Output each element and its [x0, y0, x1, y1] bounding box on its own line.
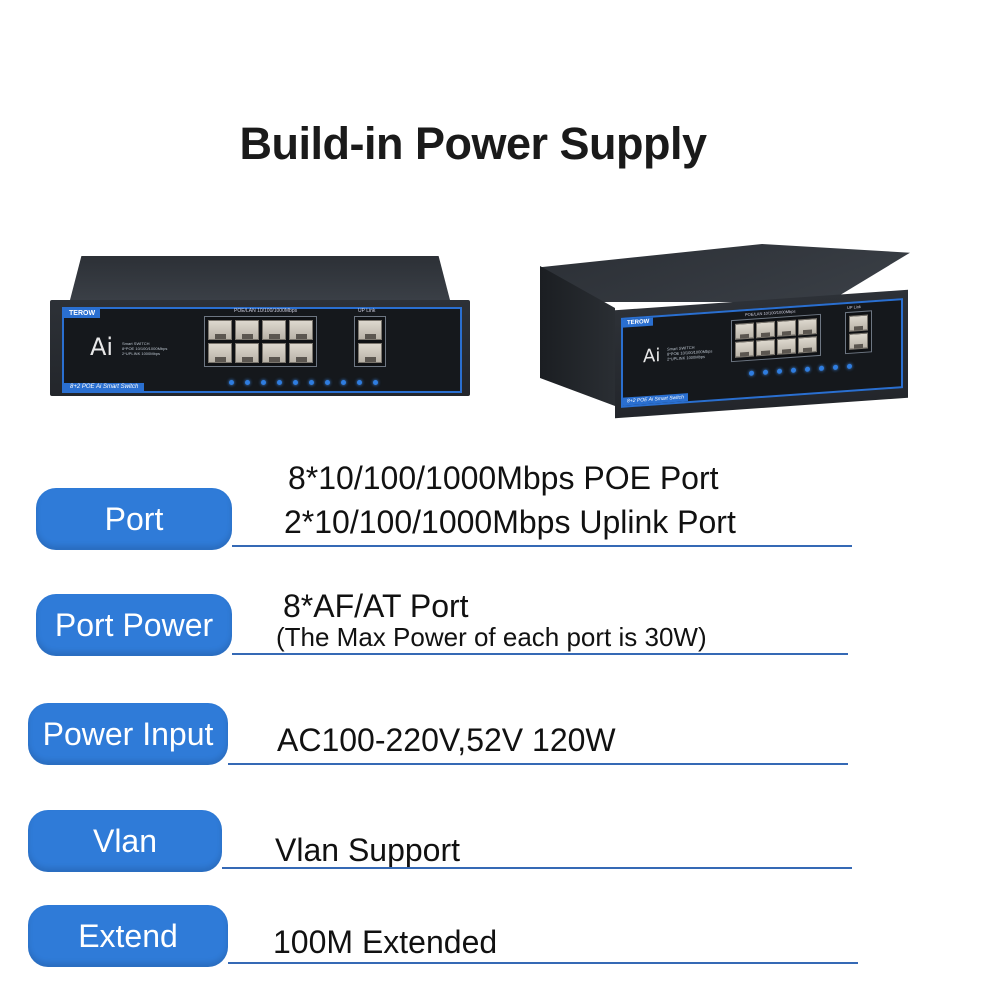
poe-port [235, 343, 259, 363]
model-footer-label: 8+2 POE Ai Smart Switch [64, 383, 145, 391]
spec-label-port: Port [36, 488, 232, 550]
model-footer-label: 8+2 POE Ai Smart Switch [623, 393, 688, 406]
spec-value-line: 8*AF/AT Port [283, 588, 469, 624]
poe-port [798, 336, 817, 354]
poe-port [798, 318, 817, 336]
poe-port [262, 320, 286, 340]
uplink-port [358, 320, 382, 340]
poe-port [289, 320, 313, 340]
poe-port [235, 320, 259, 340]
brand-logo: TEROW [64, 309, 101, 318]
spec-underline [232, 545, 852, 547]
spec-print: Smart SWITCH 8*POE 10/100/1000Mbps 2*UPL… [667, 344, 713, 362]
uplink-port-label: UP Link [847, 304, 861, 311]
status-led [373, 380, 378, 385]
status-led [357, 380, 362, 385]
spec-label-vlan: Vlan [28, 810, 222, 872]
poe-port [289, 343, 313, 363]
poe-port [756, 339, 775, 357]
poe-port-group [204, 316, 317, 367]
uplink-port-group [845, 310, 872, 355]
status-led [777, 368, 782, 374]
ai-logo: Ai [643, 345, 661, 368]
spec-underline [228, 962, 858, 964]
poe-port [262, 343, 286, 363]
spec-underline [222, 867, 852, 869]
spec-label-port-power: Port Power [36, 594, 232, 656]
spec-label-extend: Extend [28, 905, 228, 967]
status-led [229, 380, 234, 385]
status-led [245, 380, 250, 385]
status-led [293, 380, 298, 385]
spec-underline [232, 653, 848, 655]
uplink-port-label: UP Link [358, 308, 376, 314]
uplink-port [849, 314, 868, 332]
status-led [341, 380, 346, 385]
status-led [847, 363, 852, 370]
status-led-row [749, 363, 852, 376]
status-led [309, 380, 314, 385]
status-led [277, 380, 282, 385]
status-led [833, 364, 838, 371]
uplink-port-group [354, 316, 386, 367]
switch-angled-image: TEROW Ai Smart SWITCH 8*POE 10/100/1000M… [540, 244, 910, 419]
status-led-row [229, 380, 378, 385]
uplink-port [849, 332, 868, 350]
poe-port-group [731, 313, 821, 363]
spec-label-power-input: Power Input [28, 703, 228, 765]
switch-front-face: TEROW Ai Smart SWITCH 8*POE 10/100/1000M… [50, 300, 470, 396]
switch-front-face: TEROW Ai Smart SWITCH 8*POE 10/100/1000M… [615, 289, 908, 419]
poe-port [208, 343, 232, 363]
switch-front-image: TEROW Ai Smart SWITCH 8*POE 10/100/1000M… [50, 256, 470, 396]
poe-port-label: POE/LAN 10/100/1000Mbps [234, 308, 298, 314]
page-title: Build-in Power Supply [239, 118, 707, 169]
status-led [261, 380, 266, 385]
ai-logo: Ai [90, 333, 114, 361]
spec-underline [228, 763, 848, 765]
status-led [791, 367, 796, 373]
poe-port [777, 319, 796, 337]
spec-value-line: AC100-220V,52V 120W [277, 722, 616, 758]
status-led [763, 369, 768, 375]
switch-top-cover [70, 256, 450, 300]
switch-front-panel: TEROW Ai Smart SWITCH 8*POE 10/100/1000M… [621, 298, 903, 408]
status-led [805, 366, 810, 372]
status-led [325, 380, 330, 385]
spec-print: Smart SWITCH 8*POE 10/100/1000Mbps 2*UPL… [122, 341, 168, 356]
uplink-port [358, 343, 382, 363]
poe-port [777, 337, 796, 355]
spec-value-line: 8*10/100/1000Mbps POE Port [288, 460, 719, 496]
spec-value-note: (The Max Power of each port is 30W) [276, 622, 707, 652]
status-led [819, 365, 824, 371]
status-led [749, 370, 754, 376]
switch-front-panel: TEROW Ai Smart SWITCH 8*POE 10/100/1000M… [62, 307, 462, 393]
poe-port [208, 320, 232, 340]
spec-value-line: 100M Extended [273, 924, 498, 960]
spec-value-line: Vlan Support [275, 832, 461, 868]
poe-port [756, 321, 775, 339]
poe-port [735, 340, 754, 358]
poe-port [735, 322, 754, 340]
spec-value-line: 2*10/100/1000Mbps Uplink Port [284, 504, 736, 540]
brand-logo: TEROW [623, 317, 654, 328]
